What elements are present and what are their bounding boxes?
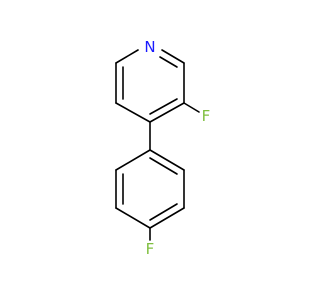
phenyl-fluorine-label: F — [146, 240, 155, 258]
bond-c3-c4 — [115, 102, 151, 123]
bond-p3-p4 — [149, 207, 185, 229]
bond-c6-n1-inner — [159, 56, 178, 68]
nitrogen-atom-label: N — [144, 38, 155, 56]
bond-p4-p5 — [115, 207, 151, 229]
pyridine-fluorine-label: F — [202, 107, 211, 125]
bond-n1-c2 — [115, 49, 139, 64]
bond-p3-p4-inner — [149, 203, 178, 221]
bond-c6-n1 — [161, 49, 185, 64]
phenyl-ring — [115, 149, 185, 229]
bond-c5-fluorine — [183, 102, 200, 113]
bond-c4-c5-inner — [149, 98, 178, 115]
pyridine-ring — [115, 49, 185, 123]
bond-p1-p2 — [149, 149, 185, 171]
bond-p1-p2-inner — [149, 157, 178, 175]
molecule-structure-diagram: N F F — [115, 38, 211, 258]
bond-p6-p1 — [115, 149, 151, 171]
bond-c4-c5 — [149, 102, 185, 123]
